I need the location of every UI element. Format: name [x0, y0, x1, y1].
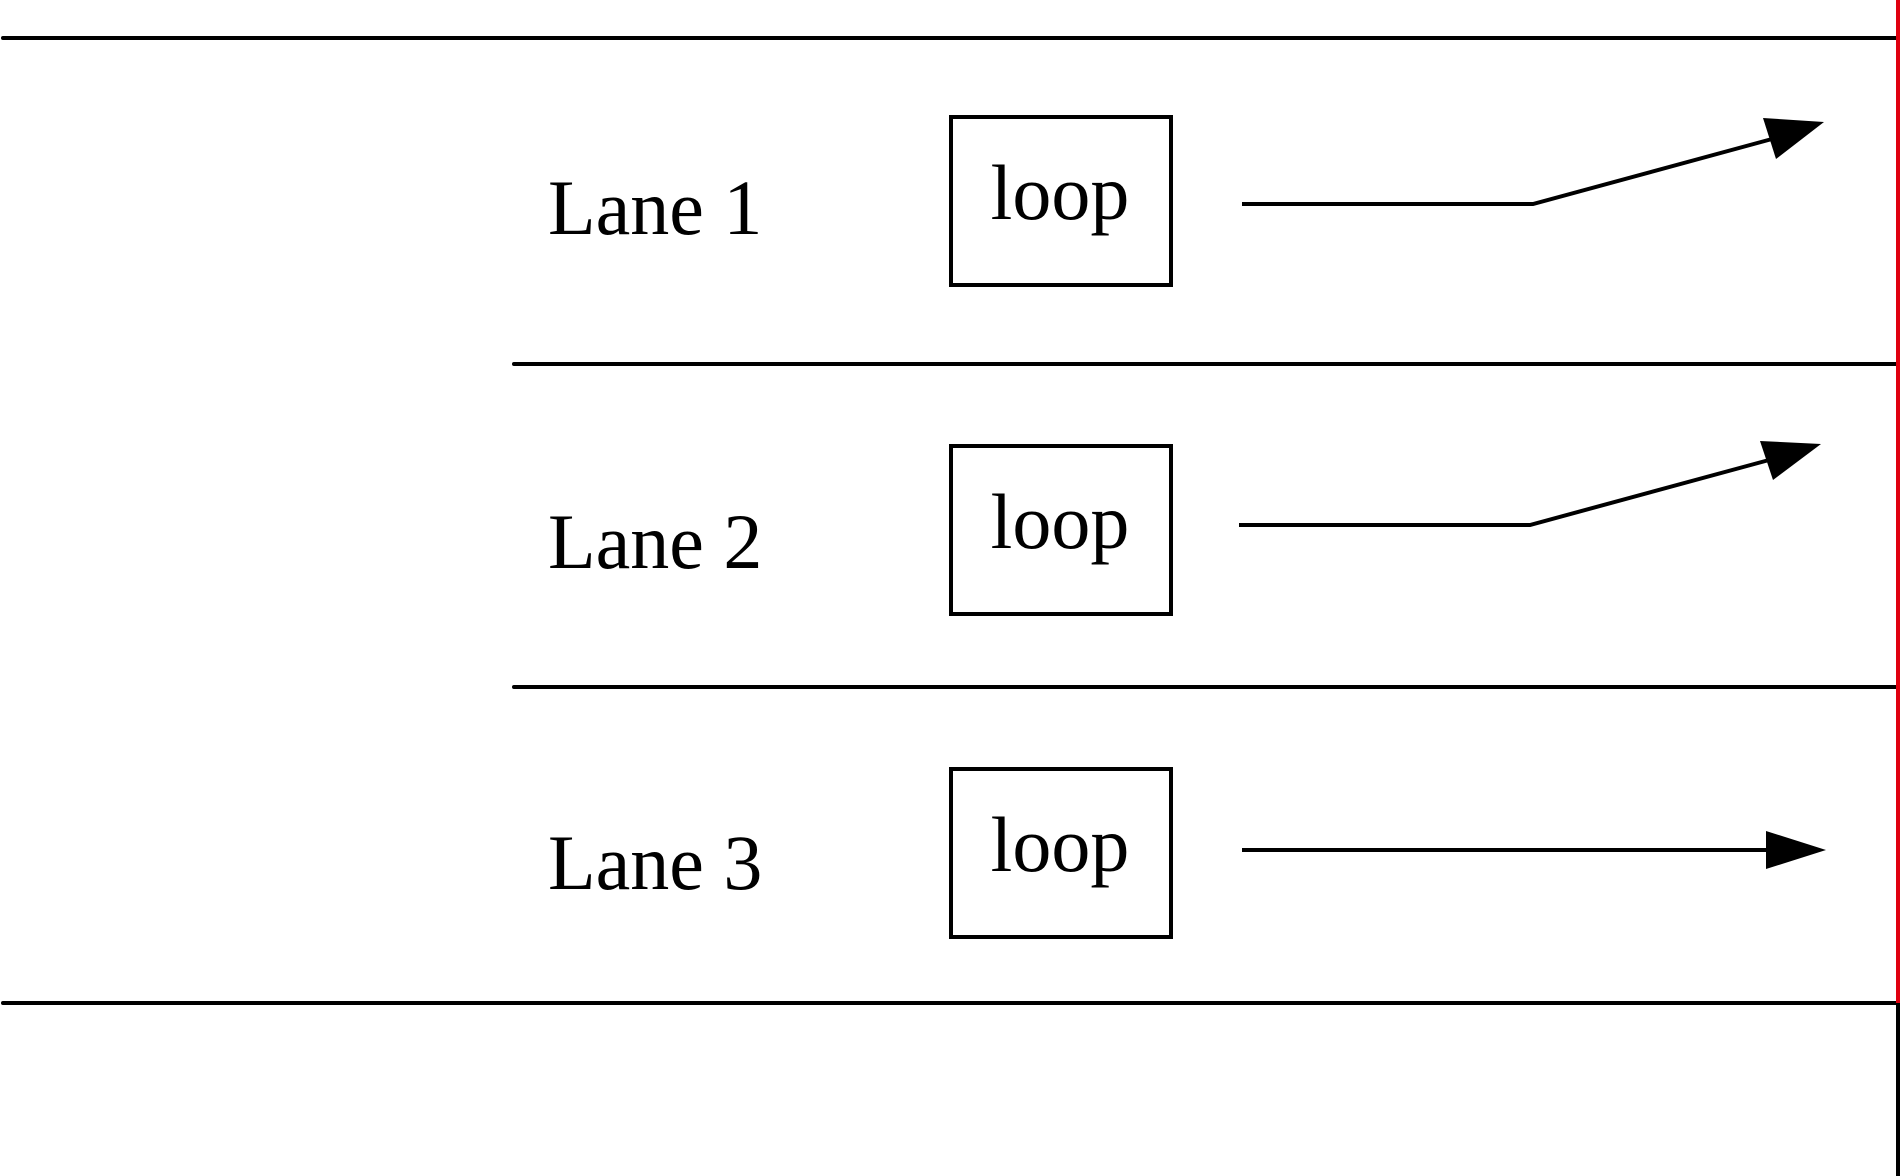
arrow-head-icon [1760, 441, 1821, 480]
lane-label: Lane 3 [548, 819, 762, 906]
lane-1: Lane 1 loop [548, 115, 1824, 287]
lane-2: Lane 2 loop [548, 441, 1821, 616]
loop-detector-label: loop [991, 149, 1130, 236]
movement-arrow-shaft [1239, 458, 1770, 527]
loop-detector-label: loop [991, 801, 1130, 888]
lane-label: Lane 2 [548, 498, 762, 585]
arrow-head-icon [1766, 831, 1826, 869]
loop-detector-box [949, 444, 1173, 616]
loop-detector-box [949, 767, 1173, 939]
movement-arrow-shaft [1242, 137, 1773, 206]
lane-3: Lane 3 loop [548, 767, 1826, 939]
lane-label: Lane 1 [548, 164, 762, 251]
loop-detector-label: loop [991, 478, 1130, 565]
loop-detector-box [949, 115, 1173, 287]
arrow-head-icon [1763, 118, 1824, 159]
